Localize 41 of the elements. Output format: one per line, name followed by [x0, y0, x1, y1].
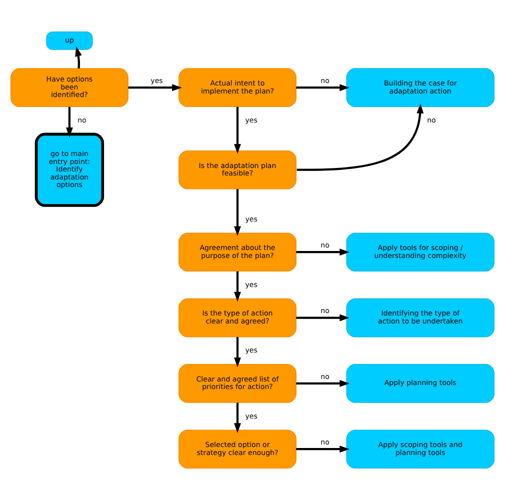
arrow: [234, 271, 241, 302]
node-box: Is the adaptation plan feasible?: [178, 150, 296, 190]
arrow: [75, 46, 82, 68]
edge-label: yes: [245, 346, 258, 355]
arrow: [234, 106, 241, 154]
edge-label: no: [320, 372, 330, 381]
node-box: Is the type of action clear and agreed?: [178, 298, 296, 338]
node-box: Actual intent to implement the plan?: [178, 68, 296, 108]
arrow: [296, 314, 350, 322]
edge-label: no: [320, 76, 330, 86]
node-box: Apply tools for scoping / understanding complexity: [346, 232, 494, 272]
node-box: Apply scoping tools and planning tools: [346, 430, 494, 469]
node-box: Building the case for adaptation action: [346, 68, 494, 108]
arrow: [234, 189, 241, 236]
edge-label: yes: [245, 116, 258, 125]
edge-label: no: [320, 438, 330, 447]
arrow: [296, 248, 350, 256]
edge-label: yes: [150, 76, 163, 86]
node-box: Clear and agreed list of priorities for action?: [178, 364, 296, 403]
node-box: go to main entry point: Identify adaptation options: [34, 132, 104, 207]
arrow: [296, 380, 350, 387]
edge-label: yes: [245, 280, 258, 290]
node-box: Identifying the type of action to be undertaken: [346, 298, 494, 338]
arrow: [128, 84, 182, 92]
edge-label: no: [427, 116, 436, 125]
node-box: Apply planning tools: [346, 364, 494, 403]
node-box: Have options been identified?: [10, 68, 128, 108]
node-box: Agreement about the purpose of the plan?: [178, 232, 296, 272]
edge-label: yes: [245, 214, 258, 224]
arrow: [66, 106, 73, 138]
edge-label: no: [320, 240, 330, 250]
edge-label: no: [78, 116, 86, 125]
arrow: [296, 103, 424, 171]
arrow: [234, 402, 241, 434]
edge-label: yes: [245, 411, 258, 420]
edge-label: no: [320, 306, 330, 316]
node-box: up: [46, 31, 93, 50]
node-box: Selected option or strategy clear enough?: [178, 430, 296, 469]
arrow: [296, 84, 350, 92]
arrow: [234, 337, 241, 368]
arrow: [296, 446, 350, 453]
